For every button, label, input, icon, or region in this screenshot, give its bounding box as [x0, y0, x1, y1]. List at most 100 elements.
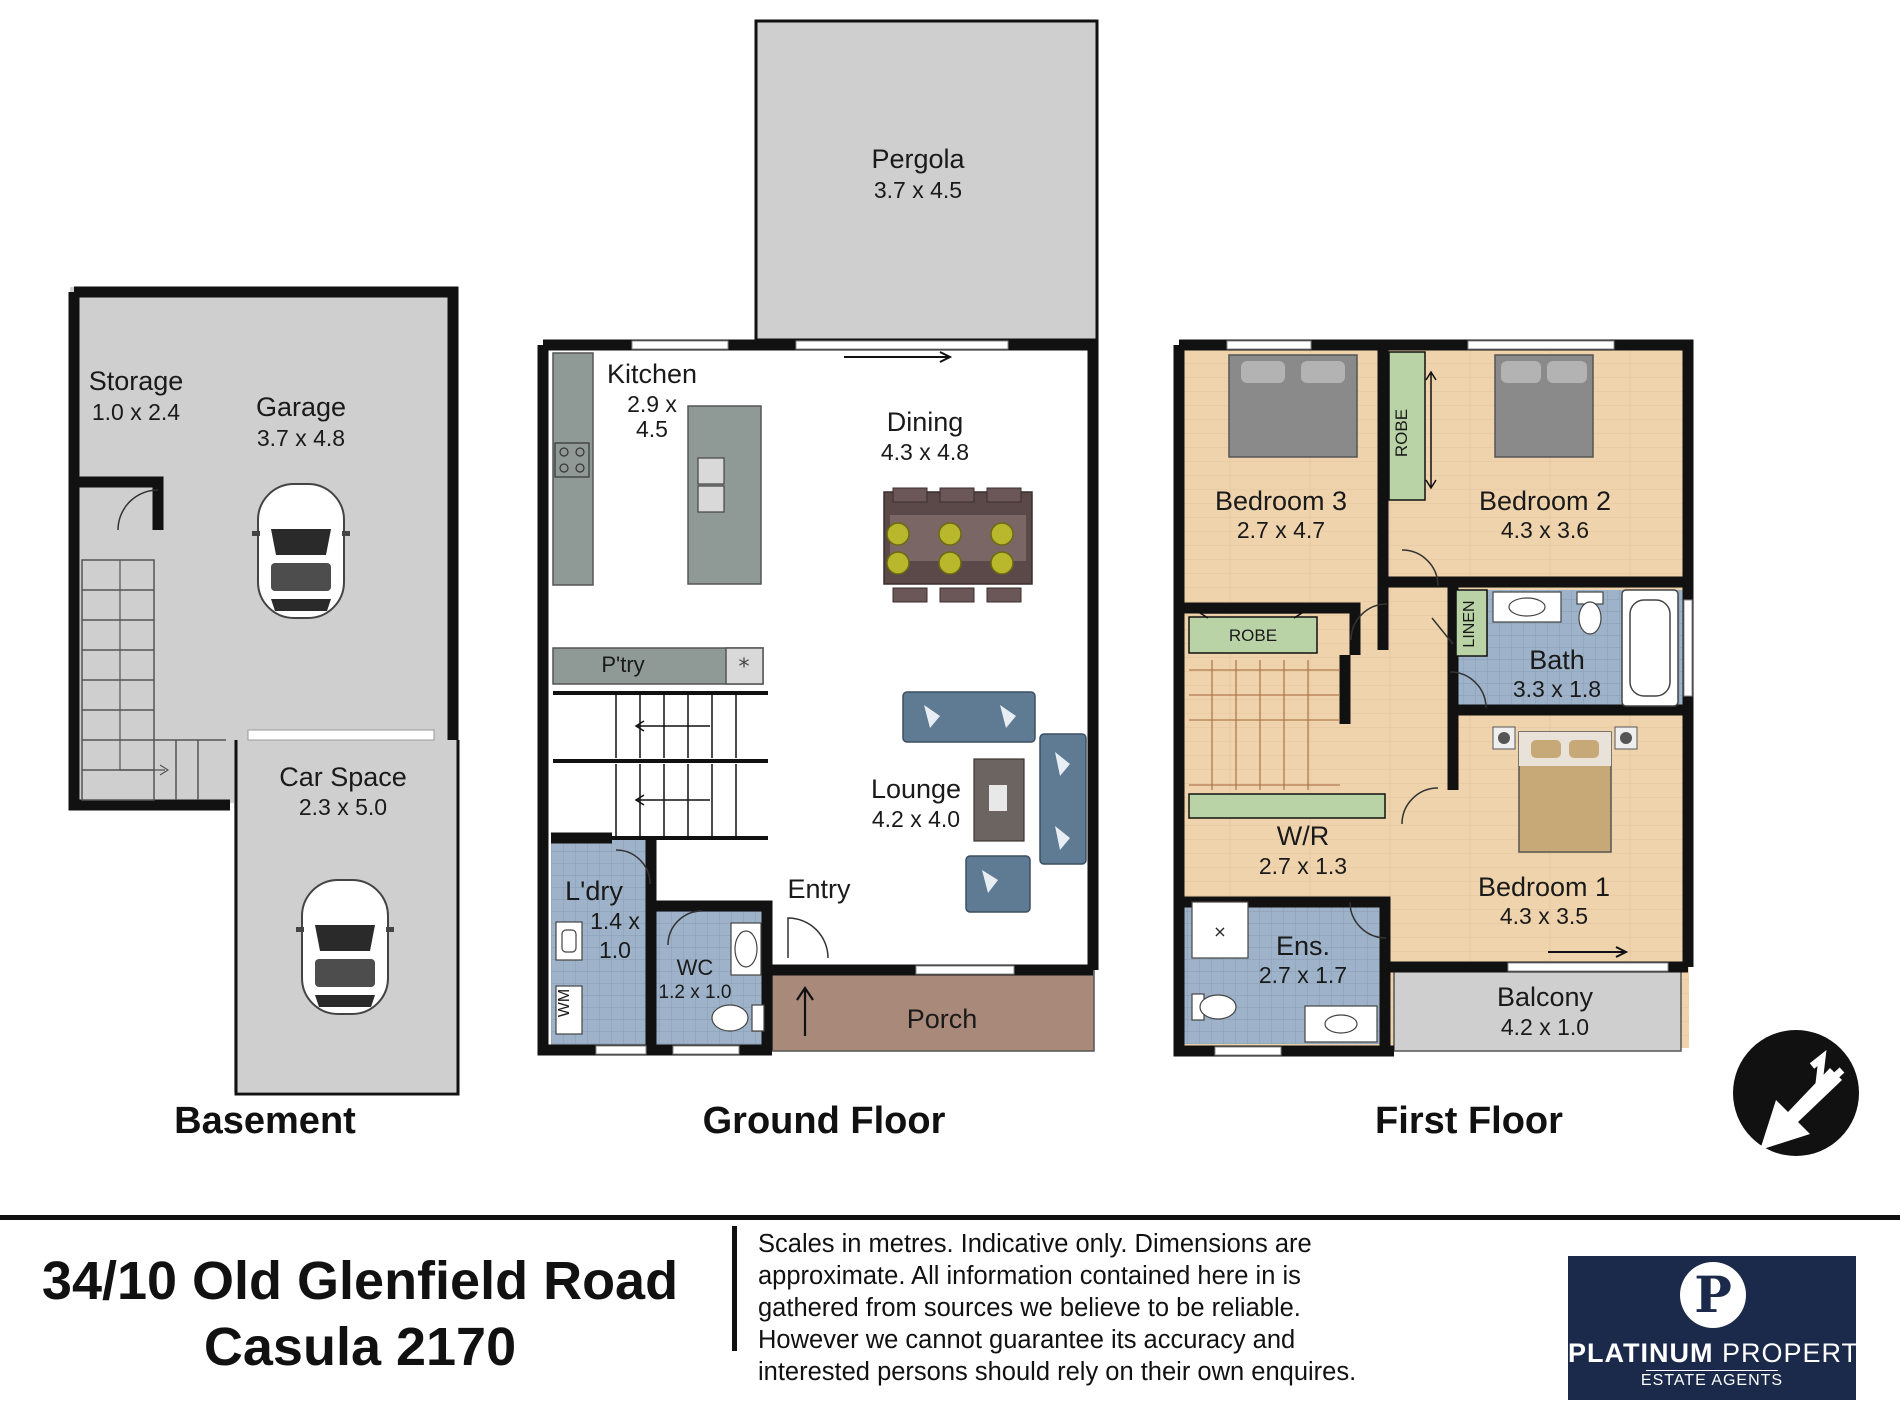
entry-label: Entry	[787, 874, 851, 904]
bed-icon	[1228, 354, 1358, 458]
porch-label: Porch	[907, 1004, 978, 1034]
dining-table-icon	[883, 487, 1033, 603]
storage-dimensions: 1.0 x 2.4	[92, 399, 180, 425]
washing-machine-label: WM	[556, 989, 573, 1017]
ground-stairs	[553, 691, 768, 840]
address-line-1: 34/10 Old Glenfield Road	[41, 1251, 679, 1311]
wr-label: W/R	[1277, 821, 1329, 851]
robe-door-arrow	[1425, 370, 1437, 490]
sink-icon	[697, 457, 725, 513]
robe-bedroom2	[1388, 351, 1426, 501]
basin-icon	[1304, 1005, 1378, 1043]
window	[1214, 1046, 1282, 1056]
kitchen-label: Kitchen	[607, 359, 697, 389]
window	[1683, 599, 1693, 697]
disclaimer: Scales in metres. Indicative only. Dimen…	[758, 1228, 1578, 1388]
property-address: 34/10 Old Glenfield Road Casula 2170	[20, 1248, 700, 1380]
bedroom2-dimensions: 4.3 x 3.6	[1501, 517, 1589, 543]
balcony-label: Balcony	[1497, 982, 1594, 1012]
laundry-label: L'dry	[565, 876, 623, 906]
logo-name-light: PROPERTY	[1713, 1338, 1879, 1368]
garage-opening	[247, 729, 435, 741]
robe-door-arrow	[1198, 607, 1304, 619]
bedroom3-dimensions: 2.7 x 4.7	[1237, 517, 1325, 543]
sliding-door	[1507, 962, 1669, 972]
storage-label: Storage	[89, 366, 184, 396]
storage-door	[117, 489, 159, 531]
address-line-2: Casula 2170	[203, 1317, 517, 1377]
disclaimer-line: interested persons should rely on their …	[758, 1358, 1357, 1386]
entry-door	[787, 917, 829, 959]
wc-label: WC	[677, 955, 714, 980]
pantry-label: P'try	[601, 652, 644, 677]
pergola-dimensions: 3.7 x 4.5	[874, 177, 962, 203]
porch-floor	[771, 969, 1095, 1052]
wc-door	[667, 910, 703, 946]
dining-label: Dining	[887, 407, 964, 437]
fridge-icon: *	[739, 655, 750, 680]
sliding-door	[795, 340, 1009, 350]
disclaimer-line: gathered from sources we believe to be r…	[758, 1294, 1301, 1322]
robe-label: ROBE	[1229, 626, 1277, 645]
basement-walls	[68, 286, 459, 811]
pergola-label: Pergola	[871, 144, 965, 174]
bedroom1-dimensions: 4.3 x 3.5	[1500, 903, 1588, 929]
laundry-dimensions-line1: 1.4 x	[590, 908, 640, 934]
basement-title: Basement	[174, 1100, 356, 1142]
garage-dimensions: 3.7 x 4.8	[257, 425, 345, 451]
window	[595, 1045, 647, 1055]
robe-label: ROBE	[1392, 409, 1411, 457]
window	[1226, 340, 1312, 350]
basement-stairs	[81, 559, 226, 801]
toilet-icon	[1576, 591, 1604, 635]
car-icon	[252, 483, 350, 619]
logo-divider	[1646, 1370, 1778, 1371]
car-space-dimensions: 2.3 x 5.0	[299, 794, 387, 820]
bath-label: Bath	[1529, 645, 1585, 675]
kitchen-dimensions-line1: 2.9 x	[627, 391, 677, 417]
window	[915, 965, 1015, 975]
sliding-door-arrow	[844, 351, 953, 363]
lounge-label: Lounge	[871, 774, 961, 804]
pergola-area	[754, 19, 1099, 342]
laundry-door	[615, 849, 651, 885]
shower-icon	[1191, 901, 1249, 959]
basin-icon	[1492, 591, 1562, 623]
appliance-icon	[725, 647, 764, 685]
shower-drain-icon: ×	[1213, 922, 1226, 941]
lounge-dimensions: 4.2 x 4.0	[872, 806, 960, 832]
car-icon	[296, 879, 394, 1015]
cooktop-icon	[554, 442, 590, 478]
logo-mark-icon: P	[1680, 1262, 1746, 1328]
north-arrow-icon	[1733, 1030, 1859, 1156]
linen-cupboard	[1455, 589, 1488, 657]
bedroom3-label: Bedroom 3	[1215, 486, 1347, 516]
garage-label: Garage	[256, 392, 346, 422]
ensuite-dimensions: 2.7 x 1.7	[1259, 962, 1347, 988]
doors	[1349, 549, 1487, 939]
logo-name-bold: PLATINUM	[1568, 1338, 1714, 1368]
first-floor-stairs	[1189, 660, 1340, 790]
balcony-floor	[1393, 968, 1682, 1052]
dining-dimensions: 4.3 x 4.8	[881, 439, 969, 465]
entry-arrow	[796, 986, 814, 1036]
first-floor-plan: × Bedroom 3 2.7 x 4.7 Bedroom 2 4.3 x 3.…	[1173, 339, 1694, 1142]
agency-logo: P PLATINUM PROPERTY ESTATE AGENTS	[1568, 1256, 1877, 1400]
logo-subtitle: ESTATE AGENTS	[1640, 1372, 1784, 1389]
window	[672, 1045, 740, 1055]
kitchen-bench	[552, 352, 594, 586]
wr-dimensions: 2.7 x 1.3	[1259, 853, 1347, 879]
wr-shelf	[1188, 793, 1386, 819]
disclaimer-line: However we cannot guarantee its accuracy…	[758, 1326, 1296, 1354]
bathtub-icon	[1621, 589, 1679, 707]
kitchen-dimensions-line2: 4.5	[636, 416, 668, 442]
washing-machine-icon	[555, 985, 583, 1035]
footer-divider	[0, 1215, 1900, 1220]
laundry-tub-icon	[555, 921, 583, 961]
ensuite-label: Ens.	[1276, 931, 1330, 961]
basement-plan: Storage 1.0 x 2.4 Garage 3.7 x 4.8 Car S…	[68, 286, 460, 1142]
balcony-dimensions: 4.2 x 1.0	[1501, 1014, 1589, 1040]
bed-icon	[1494, 354, 1594, 458]
bed-icon	[1492, 726, 1638, 853]
